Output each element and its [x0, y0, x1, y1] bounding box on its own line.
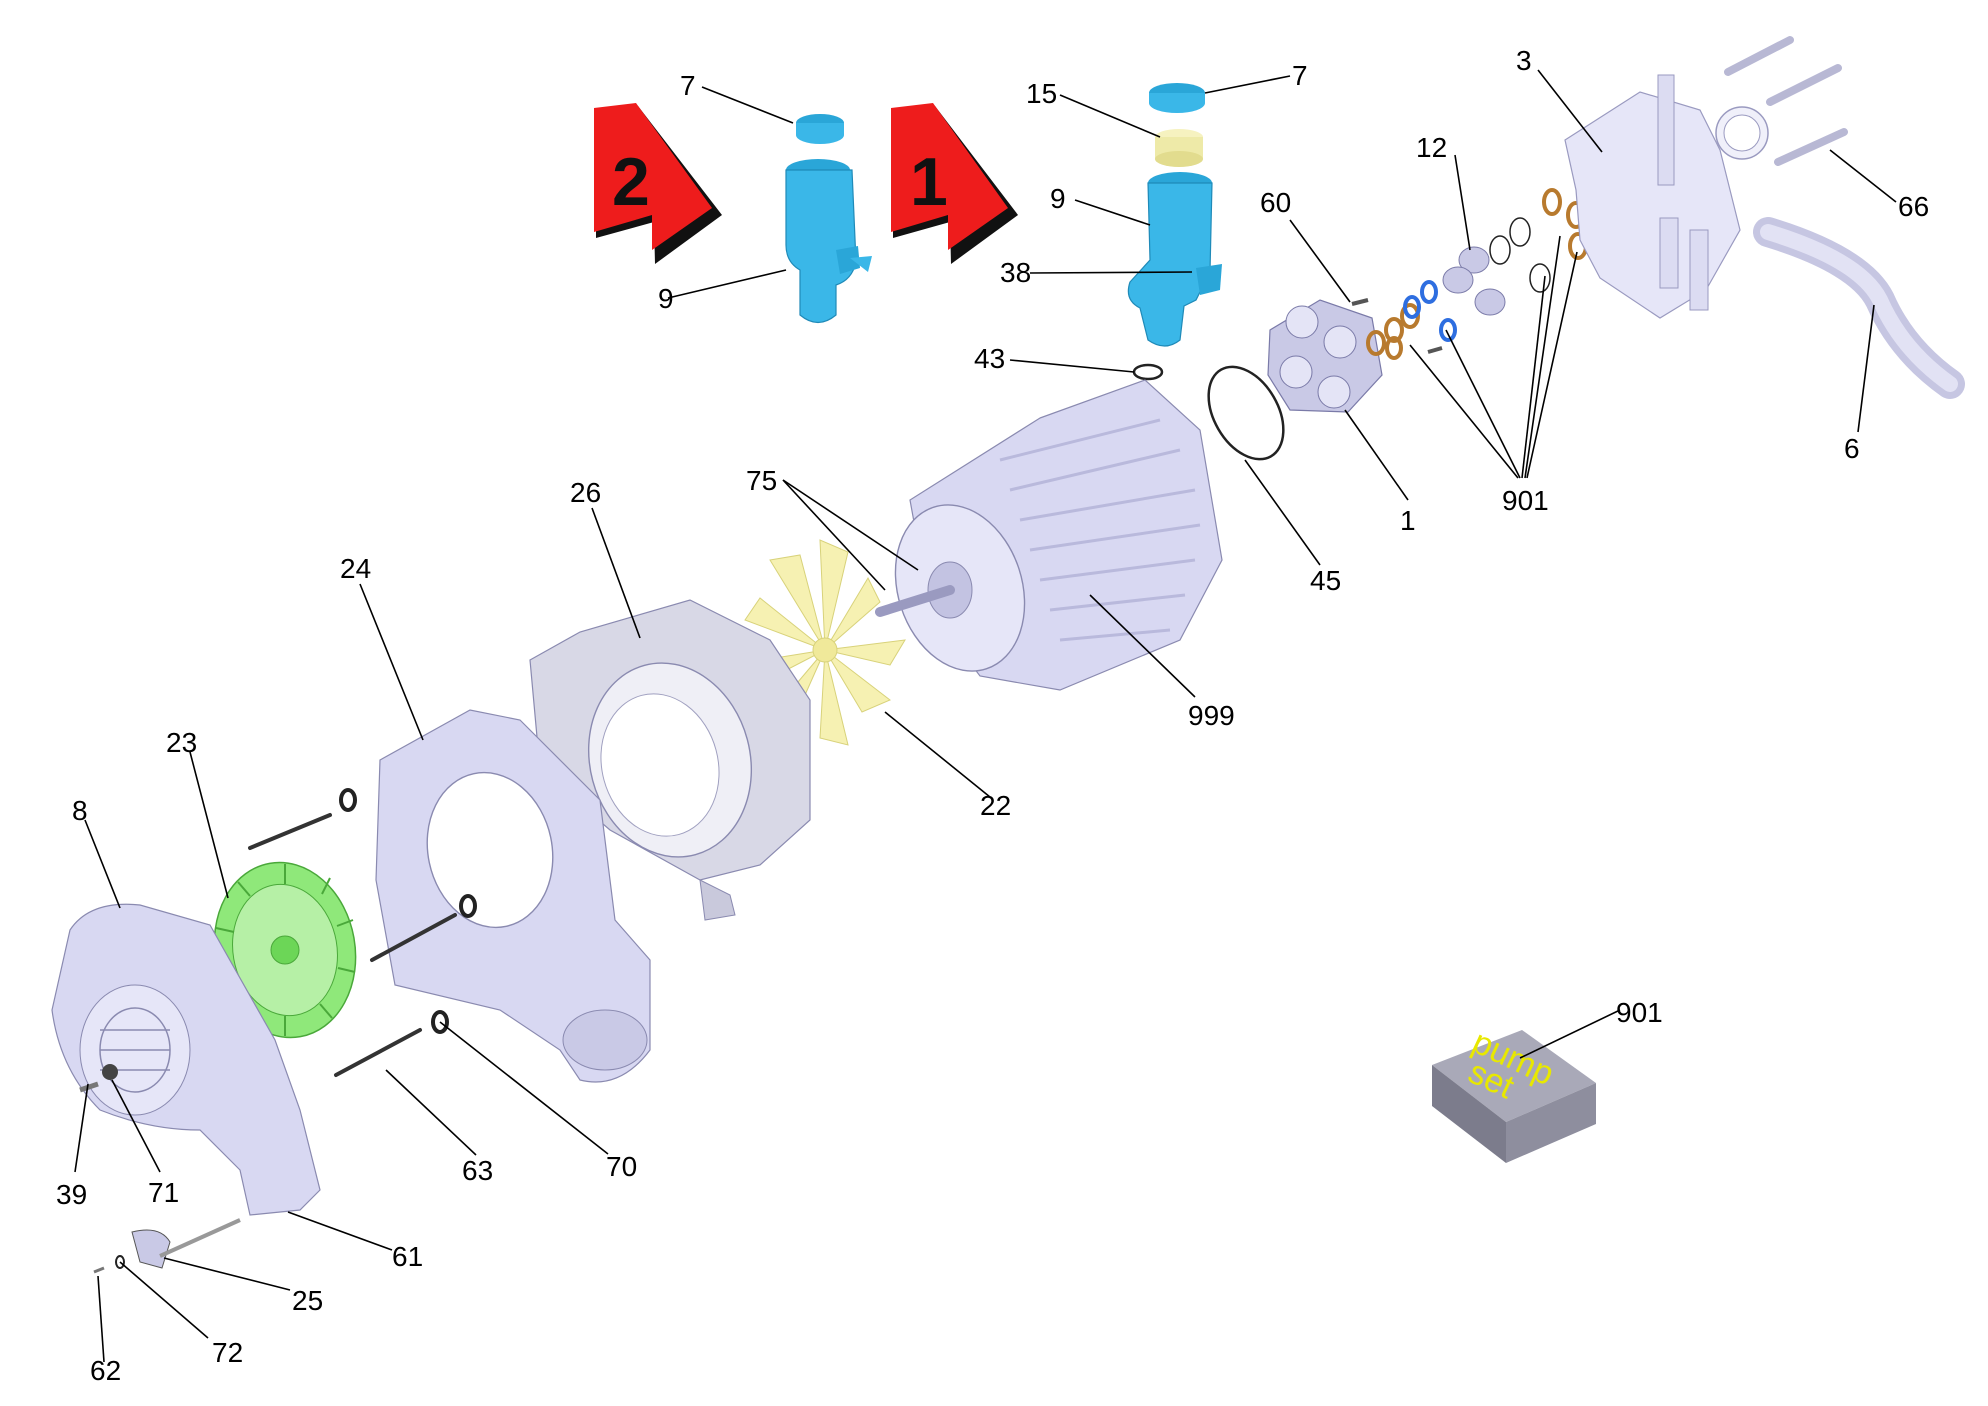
blower-wheel-23 — [213, 861, 357, 1039]
label-6: 6 — [1844, 433, 1860, 464]
o-ring-43 — [1132, 363, 1164, 381]
label-999: 999 — [1188, 700, 1235, 731]
label-901-set: 901 — [1616, 997, 1663, 1028]
screws-60 — [1351, 298, 1443, 354]
label-45: 45 — [1310, 565, 1341, 596]
long-screws-63 — [248, 813, 457, 1077]
label-7-left: 7 — [680, 70, 696, 101]
bracket-25 — [131, 1218, 241, 1269]
label-25: 25 — [292, 1285, 323, 1316]
filter-insert — [1155, 129, 1203, 167]
label-66: 66 — [1898, 191, 1929, 222]
bolts-66 — [1724, 36, 1848, 166]
label-63: 63 — [462, 1155, 493, 1186]
variant-badge-2: 2 — [594, 103, 722, 264]
label-22: 22 — [980, 790, 1011, 821]
motor-999 — [875, 379, 1223, 691]
screw-62 — [93, 1266, 105, 1274]
label-75: 75 — [746, 465, 777, 496]
label-24: 24 — [340, 553, 371, 584]
leader-lines — [74, 69, 1897, 1363]
washers-70 — [339, 788, 477, 1034]
screw-39 — [79, 1081, 99, 1093]
label-70: 70 — [606, 1151, 637, 1182]
label-71: 71 — [148, 1177, 179, 1208]
label-9-right: 9 — [1050, 183, 1066, 214]
inlet-cap-variant1 — [1149, 83, 1205, 113]
inlet-cap-variant2 — [796, 114, 844, 144]
part-labels: 7 9 7 15 9 38 43 60 12 3 66 6 1 45 901 9… — [56, 45, 1929, 1386]
nut-71 — [102, 1064, 118, 1080]
label-60: 60 — [1260, 187, 1291, 218]
label-72: 72 — [212, 1337, 243, 1368]
inlet-housing-variant2 — [785, 159, 872, 324]
blower-cover-8 — [51, 903, 321, 1216]
label-15: 15 — [1026, 78, 1057, 109]
large-o-ring-45 — [1207, 365, 1285, 461]
washer-72 — [115, 1255, 125, 1269]
label-8: 8 — [72, 795, 88, 826]
variant-badge-1-text: 1 — [910, 144, 948, 220]
label-38: 38 — [1000, 257, 1031, 288]
pump-set-box: pump set — [1432, 1023, 1596, 1163]
label-43: 43 — [974, 343, 1005, 374]
label-23: 23 — [166, 727, 197, 758]
label-12: 12 — [1416, 132, 1447, 163]
swash-plate-1 — [1267, 299, 1383, 413]
label-9-left: 9 — [658, 283, 674, 314]
variant-badge-2-text: 2 — [612, 144, 650, 220]
inlet-housing-variant1 — [1127, 172, 1222, 347]
seal-rings — [1366, 188, 1588, 360]
label-39: 39 — [56, 1179, 87, 1210]
label-26: 26 — [570, 477, 601, 508]
label-3: 3 — [1516, 45, 1532, 76]
high-pressure-hose-6 — [1753, 217, 1965, 399]
label-7-right: 7 — [1292, 60, 1308, 91]
valves-12 — [1442, 246, 1506, 316]
pump-head-3 — [1564, 74, 1769, 319]
label-1: 1 — [1400, 505, 1416, 536]
label-61: 61 — [392, 1241, 423, 1272]
label-901-top: 901 — [1502, 485, 1549, 516]
variant-badge-1: 1 — [891, 103, 1018, 264]
label-62: 62 — [90, 1355, 121, 1386]
blower-housing-24 — [375, 709, 651, 1083]
